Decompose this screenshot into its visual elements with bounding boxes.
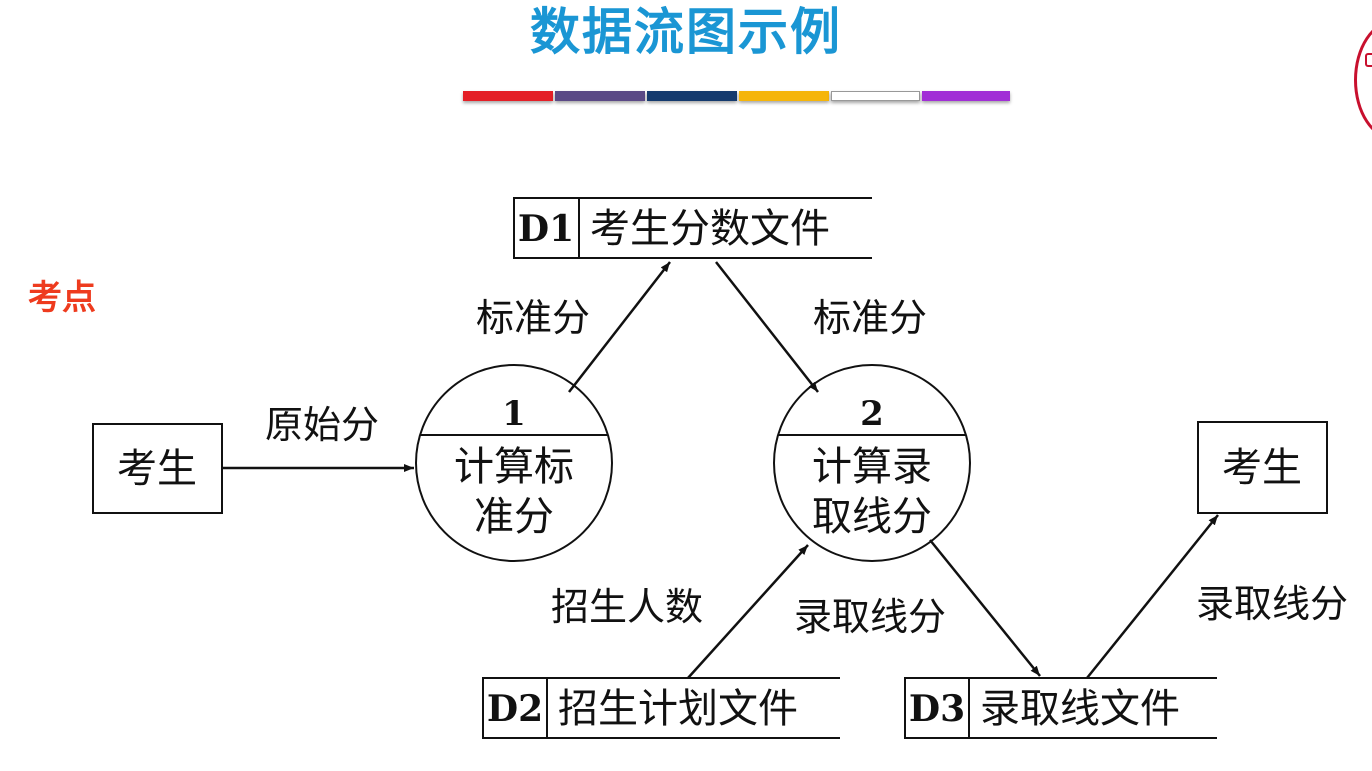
datastore-d1-name: 考生分数文件 xyxy=(590,206,830,252)
flow-arrow-std-score-out xyxy=(568,261,671,393)
process-1-line2: 准分 xyxy=(474,494,554,540)
stripe-white xyxy=(831,91,920,101)
process-2-number: 2 xyxy=(860,394,884,434)
page-title: 数据流图示例 xyxy=(530,3,842,61)
flow-label-std-score-in: 标准分 xyxy=(813,296,927,340)
entity-sink-student: 考生 xyxy=(1197,421,1328,514)
datastore-d1: D1 考生分数文件 xyxy=(513,197,872,259)
entity-source-label: 考生 xyxy=(117,446,197,492)
datastore-d2: D2 招生计划文件 xyxy=(482,677,840,739)
process-1: 1 计算标 准分 xyxy=(415,364,613,562)
datastore-d2-name: 招生计划文件 xyxy=(558,686,798,732)
stripe-red xyxy=(463,91,553,101)
flow-label-raw-score: 原始分 xyxy=(265,403,379,447)
datastore-d3: D3 录取线文件 xyxy=(904,677,1217,739)
datastore-d3-id: D3 xyxy=(909,688,965,730)
flow-label-std-score-out: 标准分 xyxy=(476,296,590,340)
stripe-purple xyxy=(555,91,645,101)
stripe-violet xyxy=(922,91,1010,101)
entity-source-student: 考生 xyxy=(92,423,223,514)
flow-arrow-cutoff-to-student xyxy=(1086,514,1219,679)
process-2-line1: 计算录 xyxy=(812,444,932,490)
process-2-line2: 取线分 xyxy=(812,494,932,540)
flow-arrow-std-score-in xyxy=(715,261,819,393)
flow-arrow-cutoff-to-store xyxy=(929,539,1041,677)
stripe-navy xyxy=(647,91,737,101)
process-2: 2 计算录 取线分 xyxy=(773,364,971,562)
kaodian-label: 考点 xyxy=(28,278,96,318)
datastore-d2-id: D2 xyxy=(487,688,543,730)
flow-label-enrollment: 招生人数 xyxy=(551,585,703,629)
process-1-number: 1 xyxy=(502,394,526,434)
flow-label-cutoff-to-student: 录取线分 xyxy=(1196,582,1348,626)
stripe-yellow xyxy=(739,91,829,101)
process-1-line1: 计算标 xyxy=(454,444,574,490)
flow-arrow-enrollment xyxy=(687,544,809,679)
datastore-d1-id: D1 xyxy=(518,208,574,250)
entity-sink-label: 考生 xyxy=(1222,445,1302,491)
flow-label-cutoff-to-store: 录取线分 xyxy=(794,595,946,639)
datastore-d3-name: 录取线文件 xyxy=(980,686,1180,732)
